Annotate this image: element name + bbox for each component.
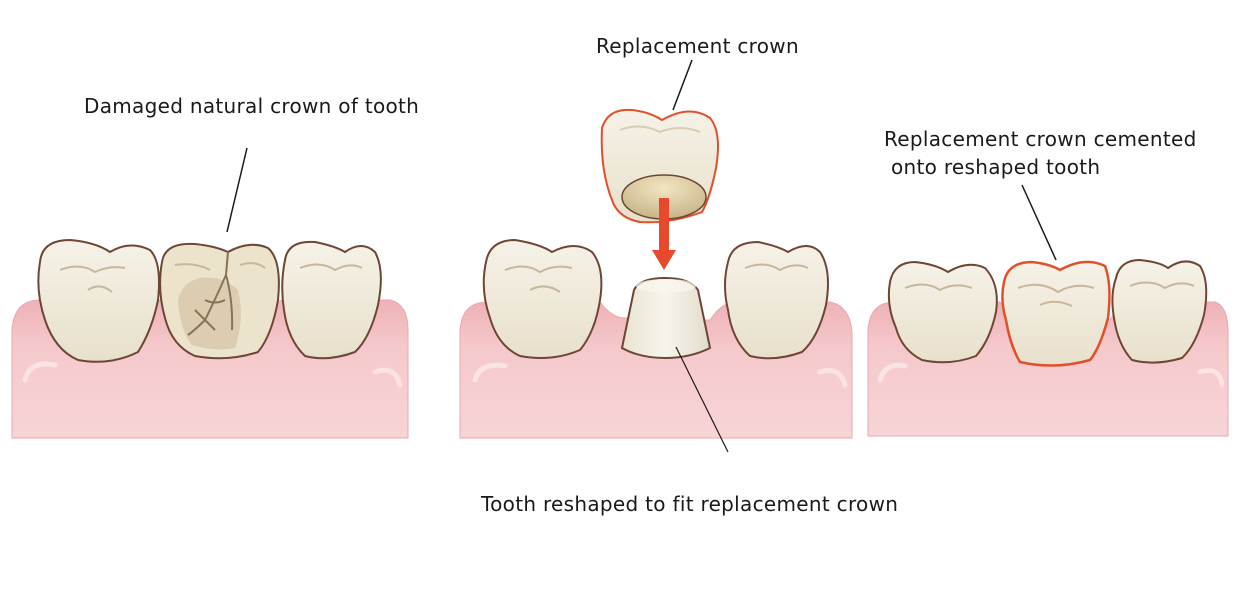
leader-line-damaged	[226, 147, 248, 233]
label-replacement-crown: Replacement crown	[596, 34, 799, 58]
leader-line-cemented	[1021, 184, 1057, 261]
reshaped-tooth-stump	[620, 276, 712, 360]
gum-highlight	[472, 362, 848, 388]
damaged-tooth	[159, 242, 280, 360]
label-crown-cemented: Replacement crown cemented onto reshaped…	[884, 125, 1197, 181]
molar-right	[1111, 258, 1208, 364]
replacement-crown	[600, 108, 719, 224]
panel-cemented	[867, 184, 1229, 437]
molar-right	[281, 240, 382, 360]
panel-damaged	[11, 147, 409, 439]
crack-lines	[187, 251, 234, 336]
leader-line-reshaped	[675, 346, 729, 453]
leader-line-replacement	[672, 59, 693, 111]
cemented-crown	[1001, 260, 1111, 367]
label-crown-cemented-line1: Replacement crown cemented	[884, 127, 1197, 151]
label-crown-cemented-line2: onto reshaped tooth	[891, 155, 1101, 179]
placement-arrow	[652, 198, 676, 270]
gum-highlight	[877, 362, 1225, 388]
gum-highlight	[22, 361, 403, 388]
label-damaged-crown: Damaged natural crown of tooth	[84, 94, 420, 118]
panel-reshaped	[459, 59, 853, 453]
molar-left	[482, 238, 603, 359]
molar-left	[887, 260, 998, 364]
molar-left	[37, 238, 160, 363]
label-tooth-reshaped: Tooth reshaped to fit replacement crown	[481, 492, 899, 516]
molar-right	[724, 240, 829, 360]
